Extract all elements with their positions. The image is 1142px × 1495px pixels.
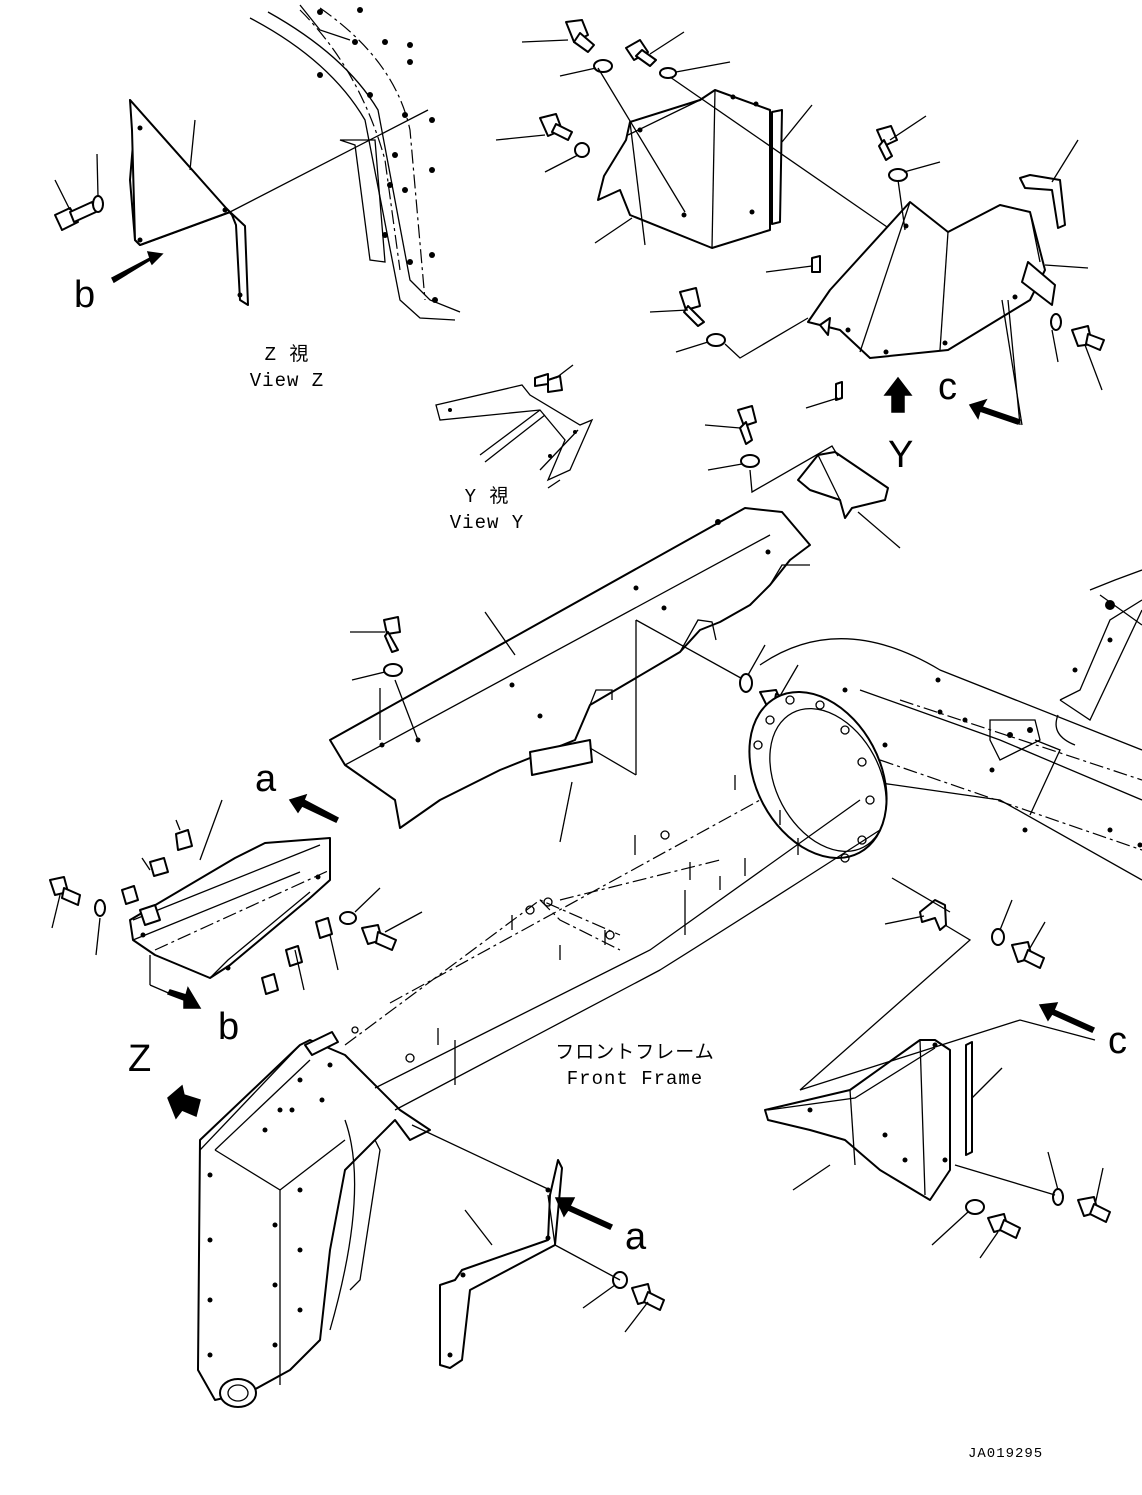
view-z-arrow-b [112,252,162,282]
upper-side-guard [595,90,812,248]
view-z-caption-jp: Z 視 [232,346,342,365]
letter-c-bottom: c [1108,1022,1127,1060]
lower-right-bolts [932,1152,1110,1258]
view-y-detail [436,365,592,488]
arrow-z [168,1086,200,1118]
letter-b-bottom: b [218,1008,239,1046]
view-z-cover-plate [130,100,428,305]
left-middle-cover [122,800,338,998]
view-z-bolt [55,154,103,230]
letter-y: Y [888,436,913,474]
view-y-caption-en: View Y [432,514,542,533]
arrow-c-top [970,400,1020,424]
lower-side-guard [765,1020,1095,1200]
arrow-a-middle [290,795,338,822]
front-frame-caption-jp: フロントフレーム [545,1044,725,1063]
letter-a-middle: a [255,760,276,798]
view-z-frame-outline [250,5,460,320]
letter-z: Z [128,1040,151,1078]
front-frame-caption-en: Front Frame [545,1070,725,1089]
letter-c-top: c [938,368,957,406]
letter-a-bottom: a [625,1218,646,1256]
hub-ring [722,668,914,882]
view-y-caption-jp: Y 視 [432,488,542,507]
front-frame [198,1027,430,1407]
long-top-cover [330,508,810,842]
view-z-caption-en: View Z [232,372,342,391]
arrow-b-bottom [168,988,200,1008]
drawing-code: JA019295 [968,1447,1043,1461]
arrow-y [885,378,911,412]
letter-b-top: b [74,276,95,314]
upper-rear-cover [766,140,1088,408]
arrow-a-bottom [556,1198,612,1229]
